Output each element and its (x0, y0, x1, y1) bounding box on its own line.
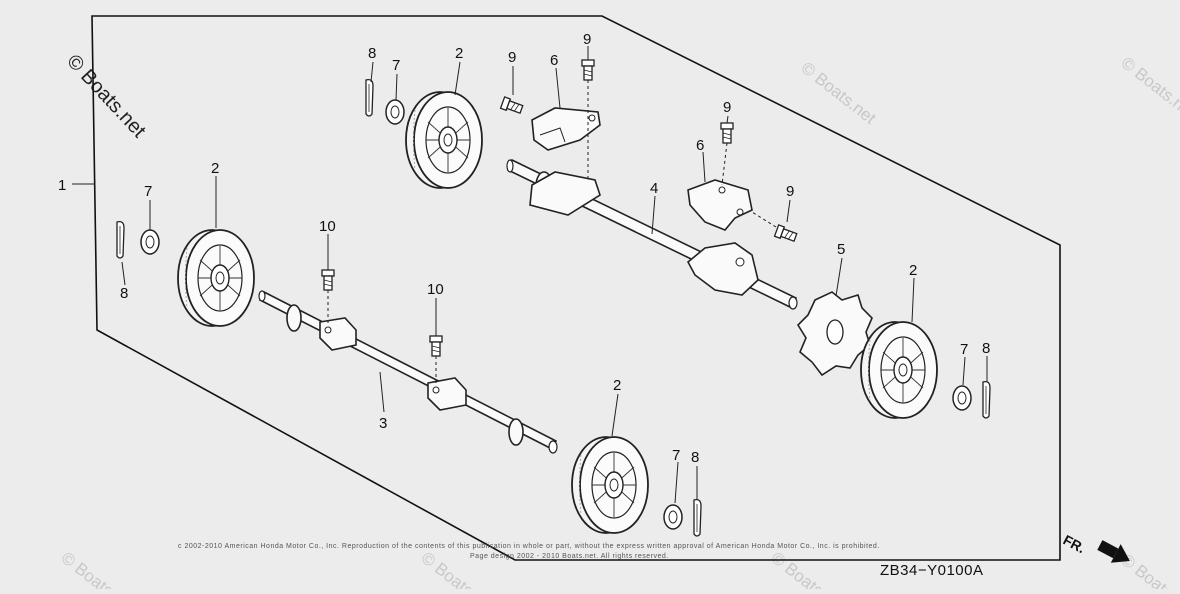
bolt-10-left (321, 269, 335, 291)
diagram-code: ZB34−Y0100A (880, 562, 984, 579)
watermark-text: © Boats.net (58, 548, 140, 589)
bolt-9-right (720, 122, 734, 144)
callout-8: 8 (368, 45, 376, 62)
callout-9: 9 (583, 31, 591, 48)
cotter-pin-8-right (982, 380, 991, 419)
wheel-2-left (177, 229, 255, 327)
bolt-9-side (773, 224, 799, 244)
callout-4: 4 (650, 180, 658, 197)
callout-2: 2 (909, 262, 917, 279)
arrow-right-icon (1097, 540, 1130, 563)
watermark-text: © Boats.net (798, 58, 880, 128)
callout-9: 9 (723, 99, 731, 116)
callout-10: 10 (319, 218, 336, 235)
callout-7: 7 (392, 57, 400, 74)
leader-lines (121, 46, 988, 504)
callout-7: 7 (144, 183, 152, 200)
washer-7-lower (663, 504, 683, 530)
callout-1: 1 (58, 177, 66, 194)
callout-2: 2 (455, 45, 463, 62)
watermark-text: © Boats.net (768, 548, 850, 589)
wheel-2-lower (571, 436, 649, 534)
callout-labels: 1 2 2 2 2 3 4 5 6 6 7 7 7 7 8 8 8 8 9 9 … (58, 31, 990, 466)
callout-8: 8 (982, 340, 990, 357)
bolt-9-upper (499, 96, 525, 116)
axle-shaft-3 (258, 290, 558, 454)
callout-9: 9 (786, 183, 794, 200)
wheel-2-upper (405, 91, 483, 189)
washer-7-left (140, 229, 160, 255)
cotter-pin-8-upper (365, 78, 374, 117)
callout-7: 7 (672, 447, 680, 464)
bracket-6-right (687, 179, 753, 231)
front-marker-label: FR. (1061, 532, 1088, 557)
callout-7: 7 (960, 341, 968, 358)
watermark-logo-text: © Boats.net (62, 50, 150, 142)
callout-2: 2 (613, 377, 621, 394)
bolt-9-top (581, 59, 595, 81)
callout-3: 3 (379, 415, 387, 432)
callout-10: 10 (427, 281, 444, 298)
callout-5: 5 (837, 241, 845, 258)
callout-9: 9 (508, 49, 516, 66)
washer-7-upper (385, 99, 405, 125)
star-disc-5 (796, 291, 873, 377)
callout-8: 8 (120, 285, 128, 302)
callout-2: 2 (211, 160, 219, 177)
wheel-2-right (860, 321, 938, 419)
washer-7-right (952, 385, 972, 411)
copyright-line-2: Page design 2002 - 2010 Boats.net. All r… (470, 553, 669, 560)
bracket-6-upper (531, 107, 601, 151)
cotter-pin-8-left (116, 220, 125, 259)
callout-8: 8 (691, 449, 699, 466)
cotter-pin-8-lower (693, 498, 702, 537)
copyright-line-1: c 2002-2010 American Honda Motor Co., In… (178, 543, 880, 550)
watermark-text: © Boats.net (1118, 53, 1180, 123)
callout-6: 6 (550, 52, 558, 69)
callout-6: 6 (696, 137, 704, 154)
assembly-outline (91, 15, 1061, 561)
bolt-10-right (429, 335, 443, 357)
